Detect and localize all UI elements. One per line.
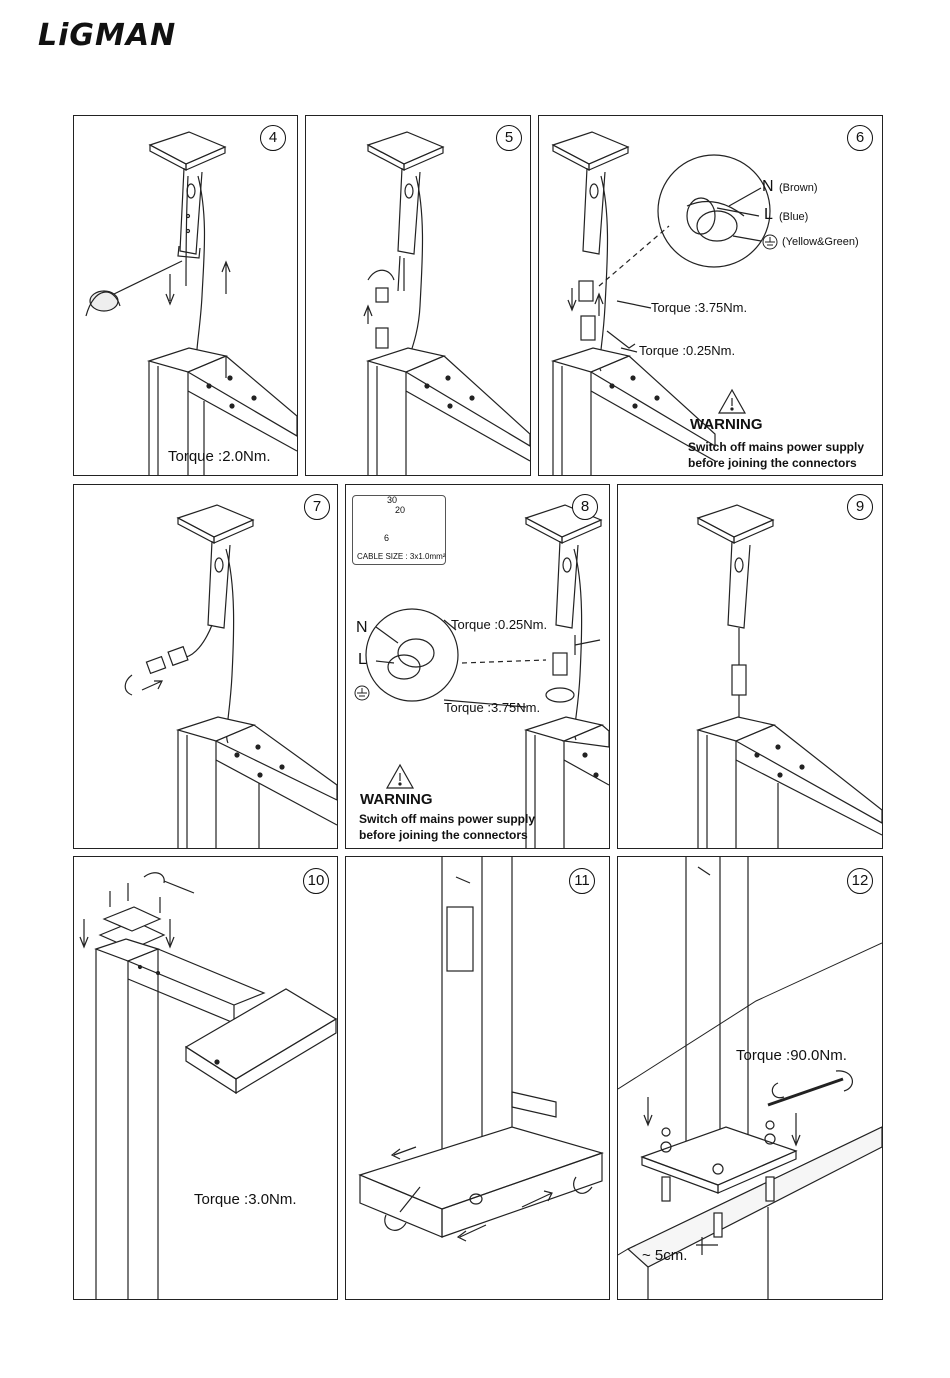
step-12-illustration [618, 857, 882, 1299]
step-12-torque-label: Torque :90.0Nm. [736, 1047, 847, 1064]
step-7-number: 7 [304, 494, 330, 520]
step-6-l-color: (Blue) [779, 211, 809, 223]
step-5-panel: 5 [305, 115, 531, 476]
step-12-gap-label: ~ 5cm. [642, 1247, 688, 1264]
step-6-n-label: N [762, 178, 774, 195]
step-8-dim-20: 20 [395, 505, 406, 515]
step-11-number: 11 [569, 868, 595, 894]
step-6-warning-title: WARNING [690, 416, 763, 433]
step-8-cable-diagram: 30 20 6 CABLE SIZE : 3x1.0mm² [352, 495, 446, 565]
step-6-l-label: L [764, 206, 773, 223]
step-8-n-label: N [356, 619, 368, 636]
step-8-warning-title: WARNING [360, 791, 433, 808]
step-7-panel: 7 [73, 484, 338, 849]
step-6-illustration [550, 131, 778, 475]
earth-symbol-icon [762, 234, 778, 250]
step-6-torque-a: Torque :3.75Nm. [651, 300, 748, 315]
step-12-panel: 12 Torque :90.0Nm. ~ 5cm. [617, 856, 883, 1300]
step-5-illustration [363, 131, 530, 475]
step-8-number: 8 [572, 494, 598, 520]
step-8-l-label: L [358, 651, 367, 668]
warning-triangle-icon [385, 763, 415, 789]
step-6-warning-line1: Switch off mains power supply [688, 440, 865, 454]
step-8-dim-30: 30 [387, 495, 398, 505]
step-10-torque-label: Torque :3.0Nm. [194, 1191, 297, 1208]
step-8-cable-size: CABLE SIZE : 3x1.0mm² [357, 552, 446, 561]
step-6-warning-line2: before joining the connectors [688, 456, 857, 470]
brand-logo: LiGMAN [38, 18, 177, 53]
step-8-warning-line1: Switch off mains power supply [359, 812, 536, 826]
step-6-e-color: (Yellow&Green) [782, 236, 859, 248]
step-7-illustration [124, 504, 337, 848]
step-4-panel: 4 Torque :2.0Nm. [73, 115, 298, 476]
step-9-illustration [695, 504, 882, 848]
warning-triangle-icon [717, 388, 747, 414]
step-10-number: 10 [303, 868, 329, 894]
step-6-n-color: (Brown) [779, 182, 818, 194]
step-9-number: 9 [847, 494, 873, 520]
step-11-panel: 11 [345, 856, 610, 1300]
step-8-torque-a: Torque :0.25Nm. [451, 617, 548, 632]
step-6-torque-b: Torque :0.25Nm. [639, 343, 736, 358]
step-4-torque-label: Torque :2.0Nm. [168, 448, 271, 465]
step-6-number: 6 [847, 125, 873, 151]
step-5-number: 5 [496, 125, 522, 151]
step-10-panel: 10 Torque :3.0Nm. [73, 856, 338, 1300]
step-4-number: 4 [260, 125, 286, 151]
step-9-panel: 9 [617, 484, 883, 849]
step-8-torque-b: Torque :3.75Nm. [444, 700, 541, 715]
step-8-warning-line2: before joining the connectors [359, 828, 528, 842]
step-6-panel: 6 N (Brown) L (Blue) (Yellow&Green) Torq… [538, 115, 883, 476]
step-12-number: 12 [847, 868, 873, 894]
step-8-panel: 30 20 6 CABLE SIZE : 3x1.0mm² 8 N L Torq… [345, 484, 610, 849]
step-10-illustration [79, 872, 337, 1299]
step-8-dim-6: 6 [384, 533, 390, 543]
step-11-illustration [358, 857, 604, 1242]
step-4-illustration [85, 131, 297, 475]
earth-symbol-icon [354, 685, 370, 701]
